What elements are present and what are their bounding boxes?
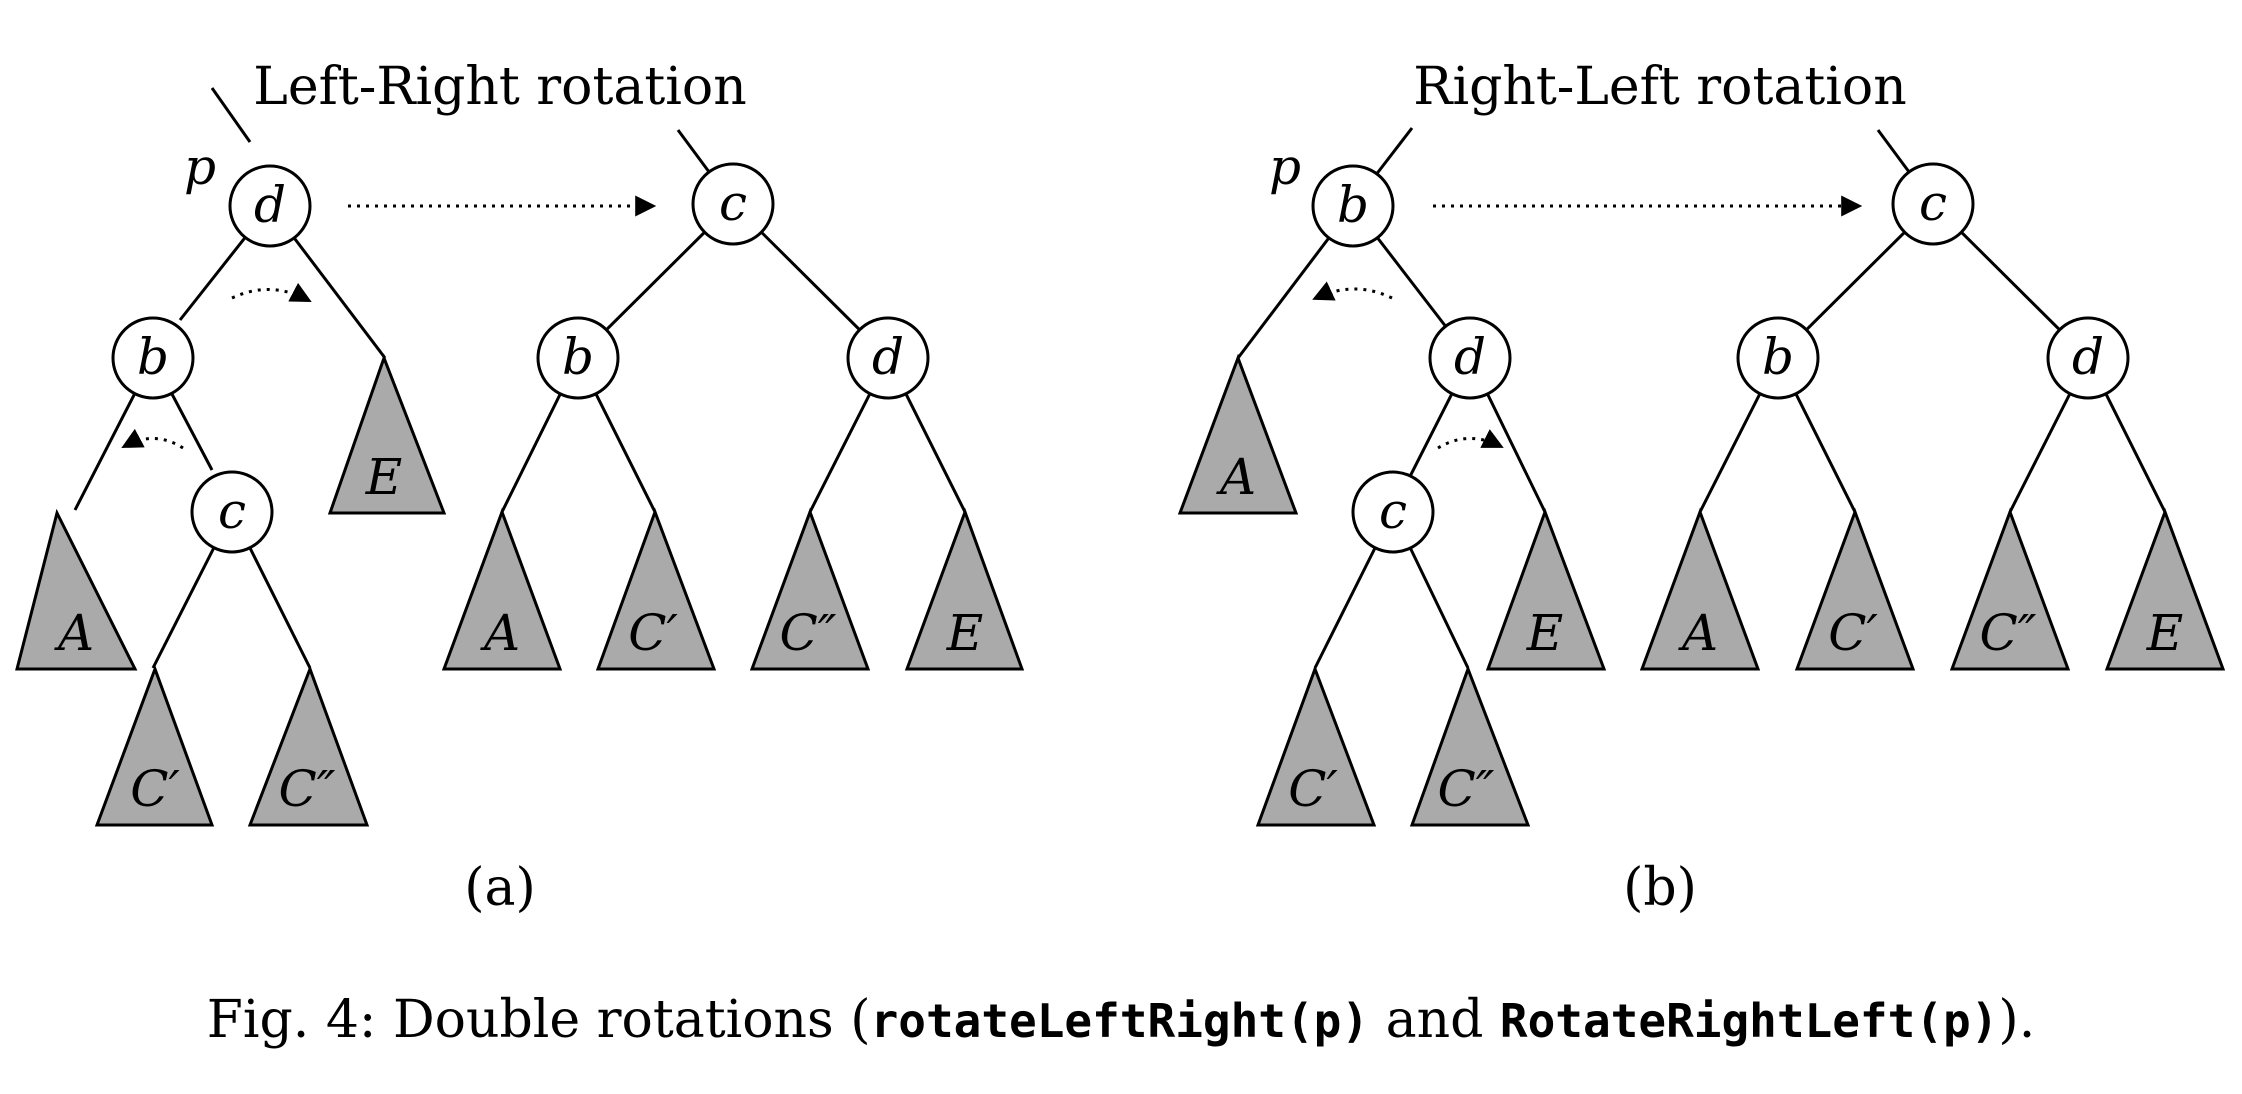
tree-node — [1736, 316, 1820, 400]
subtree-label: C″ — [1980, 604, 2037, 662]
subtree-triangle — [1794, 507, 1916, 671]
panel-b-before-tree: p A E C′ C″ b d c — [1177, 127, 1607, 827]
caption-prefix: Fig. 4: Double rotations ( — [206, 990, 871, 1050]
tree-node — [1351, 470, 1435, 554]
panel-a-sublabel: (a) — [464, 858, 536, 918]
rotation-arrow — [1312, 281, 1393, 301]
subtree-triangle — [749, 507, 871, 671]
subtree-label: C″ — [279, 760, 336, 818]
panel-b: Right-Left rotation p A E C′ C″ b d c — [1177, 57, 2226, 918]
caption-code-left-right: rotateLeftRight(p) — [870, 994, 1370, 1048]
pointer-label: p — [184, 138, 216, 196]
node-label: b — [1762, 328, 1794, 386]
panel-b-title: Right-Left rotation — [1413, 57, 1906, 117]
node-label: b — [137, 328, 169, 386]
subtree-label: E — [365, 448, 403, 506]
rotation-arrow — [1437, 429, 1504, 450]
tree-node — [1428, 316, 1512, 400]
subtree-triangle — [327, 353, 447, 515]
panel-a-before-tree: p A E C′ C″ d b c — [15, 87, 447, 827]
tree-node — [536, 316, 620, 400]
rotation-arrow — [121, 428, 184, 450]
subtree-label: E — [1526, 604, 1564, 662]
tree-node — [190, 470, 274, 554]
subtree-label: C′ — [628, 604, 678, 662]
subtree-triangle — [595, 507, 717, 671]
pointer-label: p — [1269, 138, 1301, 196]
figure-caption: Fig. 4: Double rotations (rotateLeftRigh… — [0, 990, 2242, 1050]
subtree-triangle — [1639, 507, 1761, 671]
subtree-label: A — [54, 604, 94, 662]
subtree-triangle — [1485, 507, 1607, 671]
panel-a-after-tree: A C′ C″ E c b d — [441, 129, 1025, 671]
subtree-label: A — [480, 604, 520, 662]
tree-node — [691, 162, 775, 246]
caption-middle: and — [1369, 990, 1500, 1050]
subtree-label: C″ — [780, 604, 837, 662]
caption-suffix: ). — [1998, 990, 2036, 1050]
tree-node — [1891, 162, 1975, 246]
tree-node — [1311, 164, 1395, 248]
node-label: c — [218, 482, 246, 540]
subtree-label: C′ — [130, 760, 180, 818]
subtree-triangle — [1255, 664, 1377, 827]
node-label: c — [1379, 482, 1407, 540]
tree-node — [228, 164, 312, 248]
panel-a-title: Left-Right rotation — [253, 57, 746, 117]
node-label: d — [254, 176, 286, 234]
tree-node — [2046, 316, 2130, 400]
subtree-label: E — [2146, 604, 2184, 662]
subtree-triangle — [904, 507, 1025, 671]
node-label: c — [719, 174, 747, 232]
node-label: d — [1454, 328, 1486, 386]
subtree-label: C″ — [1438, 760, 1495, 818]
subtree-triangle — [441, 507, 563, 671]
subtree-triangle — [1409, 664, 1531, 827]
node-label: b — [1337, 176, 1369, 234]
tree-node — [111, 316, 195, 400]
node-label: c — [1919, 174, 1947, 232]
subtree-label: A — [1216, 448, 1256, 506]
panel-b-sublabel: (b) — [1623, 858, 1697, 918]
subtree-triangle — [1177, 353, 1299, 515]
subtree-triangle — [1949, 507, 2071, 671]
subtree-label: C′ — [1288, 760, 1338, 818]
caption-code-right-left: RotateRightLeft(p) — [1499, 994, 1999, 1048]
panel-a: Left-Right rotation p A E C′ C″ d b c — [15, 57, 1025, 918]
rotation-arrow — [231, 282, 312, 302]
node-label: b — [562, 328, 594, 386]
subtree-triangle — [94, 664, 215, 827]
pointer-edge — [1370, 127, 1414, 181]
pointer-edge — [210, 87, 252, 143]
subtree-triangle — [2104, 507, 2226, 671]
panel-b-after-tree: A C′ C″ E c b d — [1639, 129, 2226, 671]
tree-node — [846, 316, 930, 400]
node-label: d — [2072, 328, 2104, 386]
subtree-label: C′ — [1828, 604, 1878, 662]
subtree-triangle — [15, 508, 138, 671]
subtree-label: E — [946, 604, 984, 662]
rotation-diagram: Left-Right rotation p A E C′ C″ d b c — [15, 57, 2226, 918]
node-label: d — [872, 328, 904, 386]
subtree-triangle — [247, 664, 370, 827]
subtree-label: A — [1678, 604, 1718, 662]
